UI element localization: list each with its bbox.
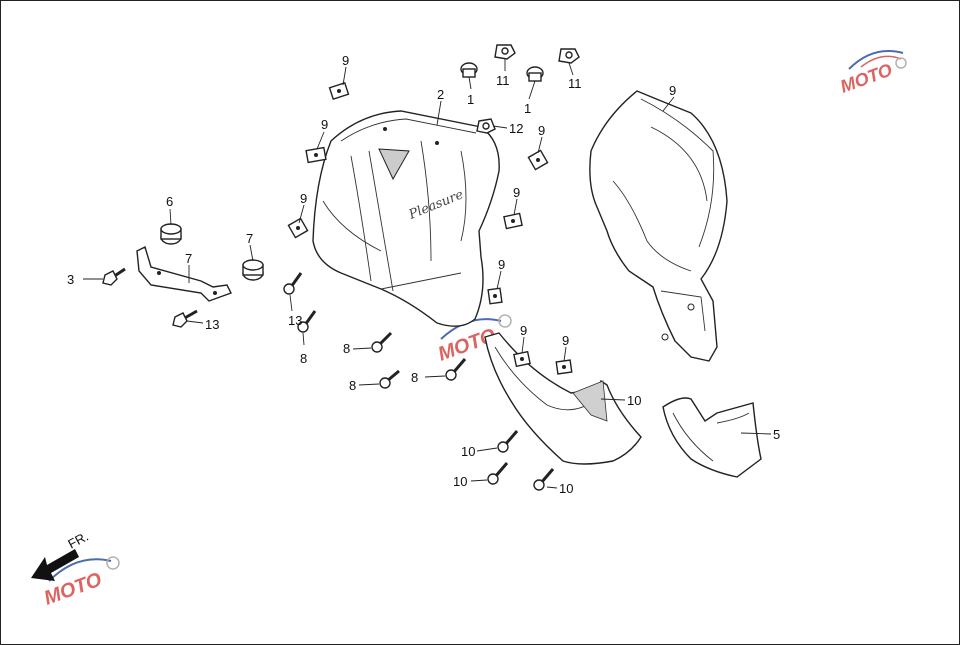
callout-label: 11 xyxy=(568,76,582,91)
callout-label: 10 xyxy=(461,444,475,459)
callout-label: 9 xyxy=(520,323,527,338)
clip-nut-part xyxy=(555,359,573,375)
callout-label: 9 xyxy=(300,191,307,206)
screw-part xyxy=(487,462,509,485)
callout-label: 9 xyxy=(498,257,505,272)
callout-label: 9 xyxy=(562,333,569,348)
callout-label: 9 xyxy=(538,123,545,138)
callout-label: 5 xyxy=(773,427,780,442)
callout-label: 10 xyxy=(453,474,467,489)
front-direction-arrow-icon xyxy=(31,549,79,581)
rubber-damper-part xyxy=(160,223,182,245)
callout-label: 13 xyxy=(288,313,302,328)
callout-label: 9 xyxy=(513,185,520,200)
clip-nut-part xyxy=(305,146,327,164)
callout-label: 7 xyxy=(246,231,253,246)
watermark-text: MOTO xyxy=(838,60,895,97)
callout-label: 12 xyxy=(509,121,523,136)
callout-label: 9 xyxy=(321,117,328,132)
callout-label: 9 xyxy=(342,53,349,68)
screw-part xyxy=(379,369,400,389)
front-cover-part: Pleasure xyxy=(312,110,500,327)
callout-label: 6 xyxy=(166,194,173,209)
nut-part xyxy=(476,118,496,134)
clip-nut-part xyxy=(513,350,531,368)
screw-part xyxy=(283,272,303,295)
grommet-part xyxy=(526,66,544,82)
clip-nut-part xyxy=(287,217,309,239)
callout-label: 2 xyxy=(437,87,444,102)
lower-cover-part xyxy=(484,332,642,465)
callout-label: 3 xyxy=(67,272,74,287)
bracket-part xyxy=(136,246,232,302)
screw-part xyxy=(533,468,555,491)
clip-nut-part xyxy=(503,212,523,230)
callout-label: 8 xyxy=(343,341,350,356)
callout-label: 1 xyxy=(467,92,474,107)
nut-part xyxy=(558,48,580,64)
rubber-damper-part xyxy=(242,259,264,281)
motorcycle-watermark-icon: MOTO xyxy=(838,50,907,97)
clip-nut-part xyxy=(527,149,549,171)
screw-part xyxy=(371,331,393,353)
callout-label: 9 xyxy=(669,83,676,98)
under-cover-part xyxy=(662,397,762,478)
callout-label: 1 xyxy=(524,101,531,116)
screw-part xyxy=(297,310,317,333)
bolt-part xyxy=(102,267,126,286)
screw-part xyxy=(497,430,519,453)
callout-label: 13 xyxy=(205,317,219,332)
bolt-part xyxy=(172,309,198,328)
callout-label: 8 xyxy=(411,370,418,385)
inner-leg-shield-part xyxy=(589,90,728,362)
callout-label: 7 xyxy=(185,251,192,266)
callout-label: 8 xyxy=(300,351,307,366)
grommet-part xyxy=(460,62,478,78)
callout-label: 10 xyxy=(559,481,573,496)
clip-nut-part xyxy=(328,81,350,101)
nut-part xyxy=(494,44,516,60)
callout-label: 10 xyxy=(627,393,641,408)
front-marker-label: FR. xyxy=(65,529,91,552)
callout-label: 8 xyxy=(349,378,356,393)
leader-lines xyxy=(83,59,772,489)
screw-part xyxy=(445,358,467,381)
callout-labels: 9 1 11 1 11 2 12 9 9 9 9 9 9 9 9 6 7 7 3… xyxy=(67,53,780,496)
clip-nut-part xyxy=(487,287,503,305)
callout-label: 11 xyxy=(496,73,510,88)
